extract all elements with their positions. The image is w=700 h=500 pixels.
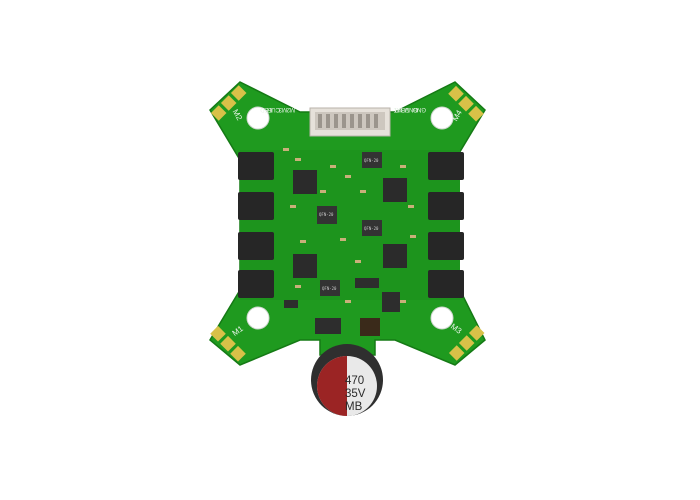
chip-label: QFN-20 <box>319 212 334 217</box>
pin-label: GND <box>412 106 426 112</box>
power-section <box>284 278 400 336</box>
pcb <box>209 81 486 366</box>
motor-pads-m2 <box>210 85 247 121</box>
capacitor-capacitance: 470 <box>345 375 364 387</box>
bulk-capacitor: 470 35V MB <box>311 344 383 416</box>
driver-chips <box>293 170 407 278</box>
capacitor-voltage: 35V <box>345 388 366 400</box>
motor-pads-m1 <box>210 325 246 362</box>
motor-pads-m3 <box>448 325 485 361</box>
capacitor-series: MB <box>345 401 363 413</box>
pin-label: VBAT <box>393 106 409 112</box>
pin-label: LED <box>260 106 272 112</box>
capacitor-sleeve-stripe <box>317 356 347 416</box>
connector-labels-left: M2 M3 CUR LED <box>260 106 295 112</box>
mounting-holes <box>246 106 454 330</box>
mosfets <box>238 152 464 298</box>
pin-label: M1 <box>393 106 402 112</box>
connector-labels-right: GND GND VBAT M1 <box>393 106 426 112</box>
passive-components <box>283 148 416 303</box>
qfn-chips: QFN-20 QFN-20 QFN-20 QFN-20 <box>317 152 382 296</box>
pin-label: M3 <box>278 106 287 112</box>
pin-label: M2 <box>286 106 295 112</box>
chip-label: QFN-20 <box>364 158 379 163</box>
chip-label: QFN-20 <box>364 226 379 231</box>
chip-label: QFN-20 <box>322 286 337 291</box>
pin-label: CUR <box>266 106 280 112</box>
pin-label: GND <box>404 106 418 112</box>
jst-connector <box>309 107 391 137</box>
